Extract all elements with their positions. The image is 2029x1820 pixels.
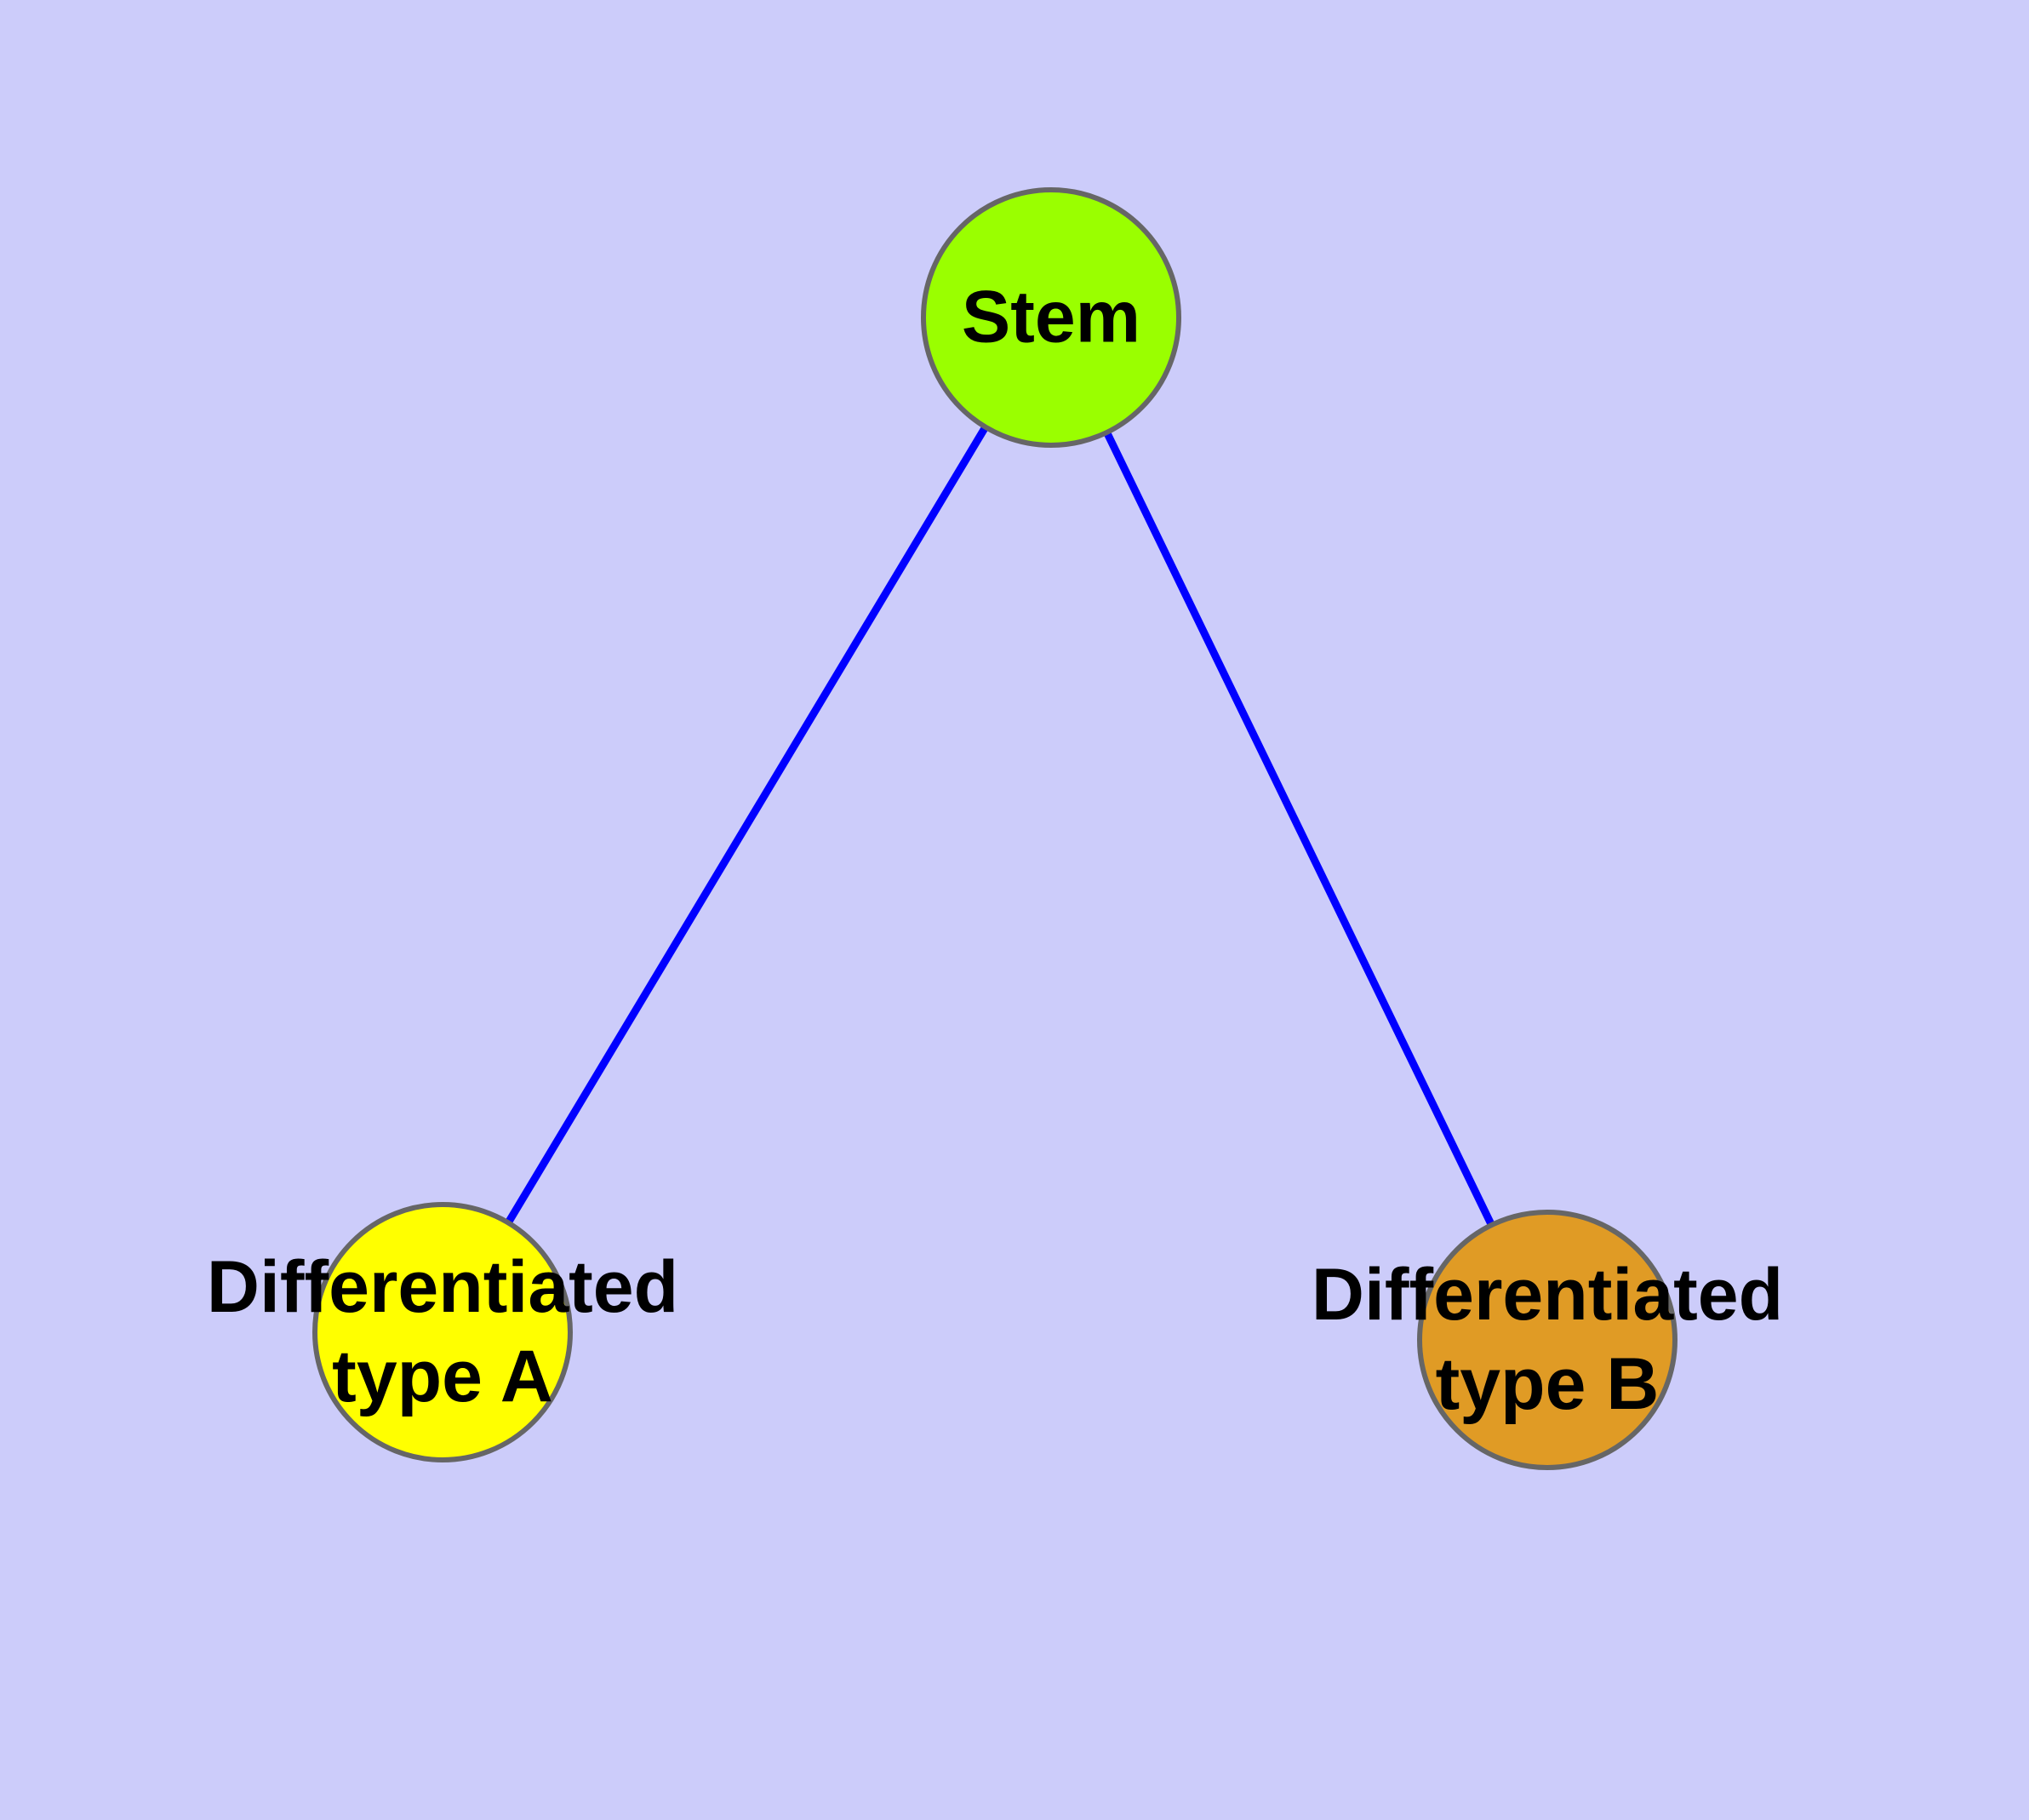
edges-layer	[505, 425, 1495, 1228]
node-circle-diff-b[interactable]	[1417, 1210, 1677, 1470]
edge-stem-to-diff-b[interactable]	[1103, 430, 1495, 1228]
edge-stem-to-diff-a[interactable]	[505, 425, 989, 1225]
node-circle-diff-a[interactable]	[312, 1202, 573, 1462]
nodes-layer	[312, 187, 1677, 1470]
node-circle-stem[interactable]	[921, 187, 1181, 448]
